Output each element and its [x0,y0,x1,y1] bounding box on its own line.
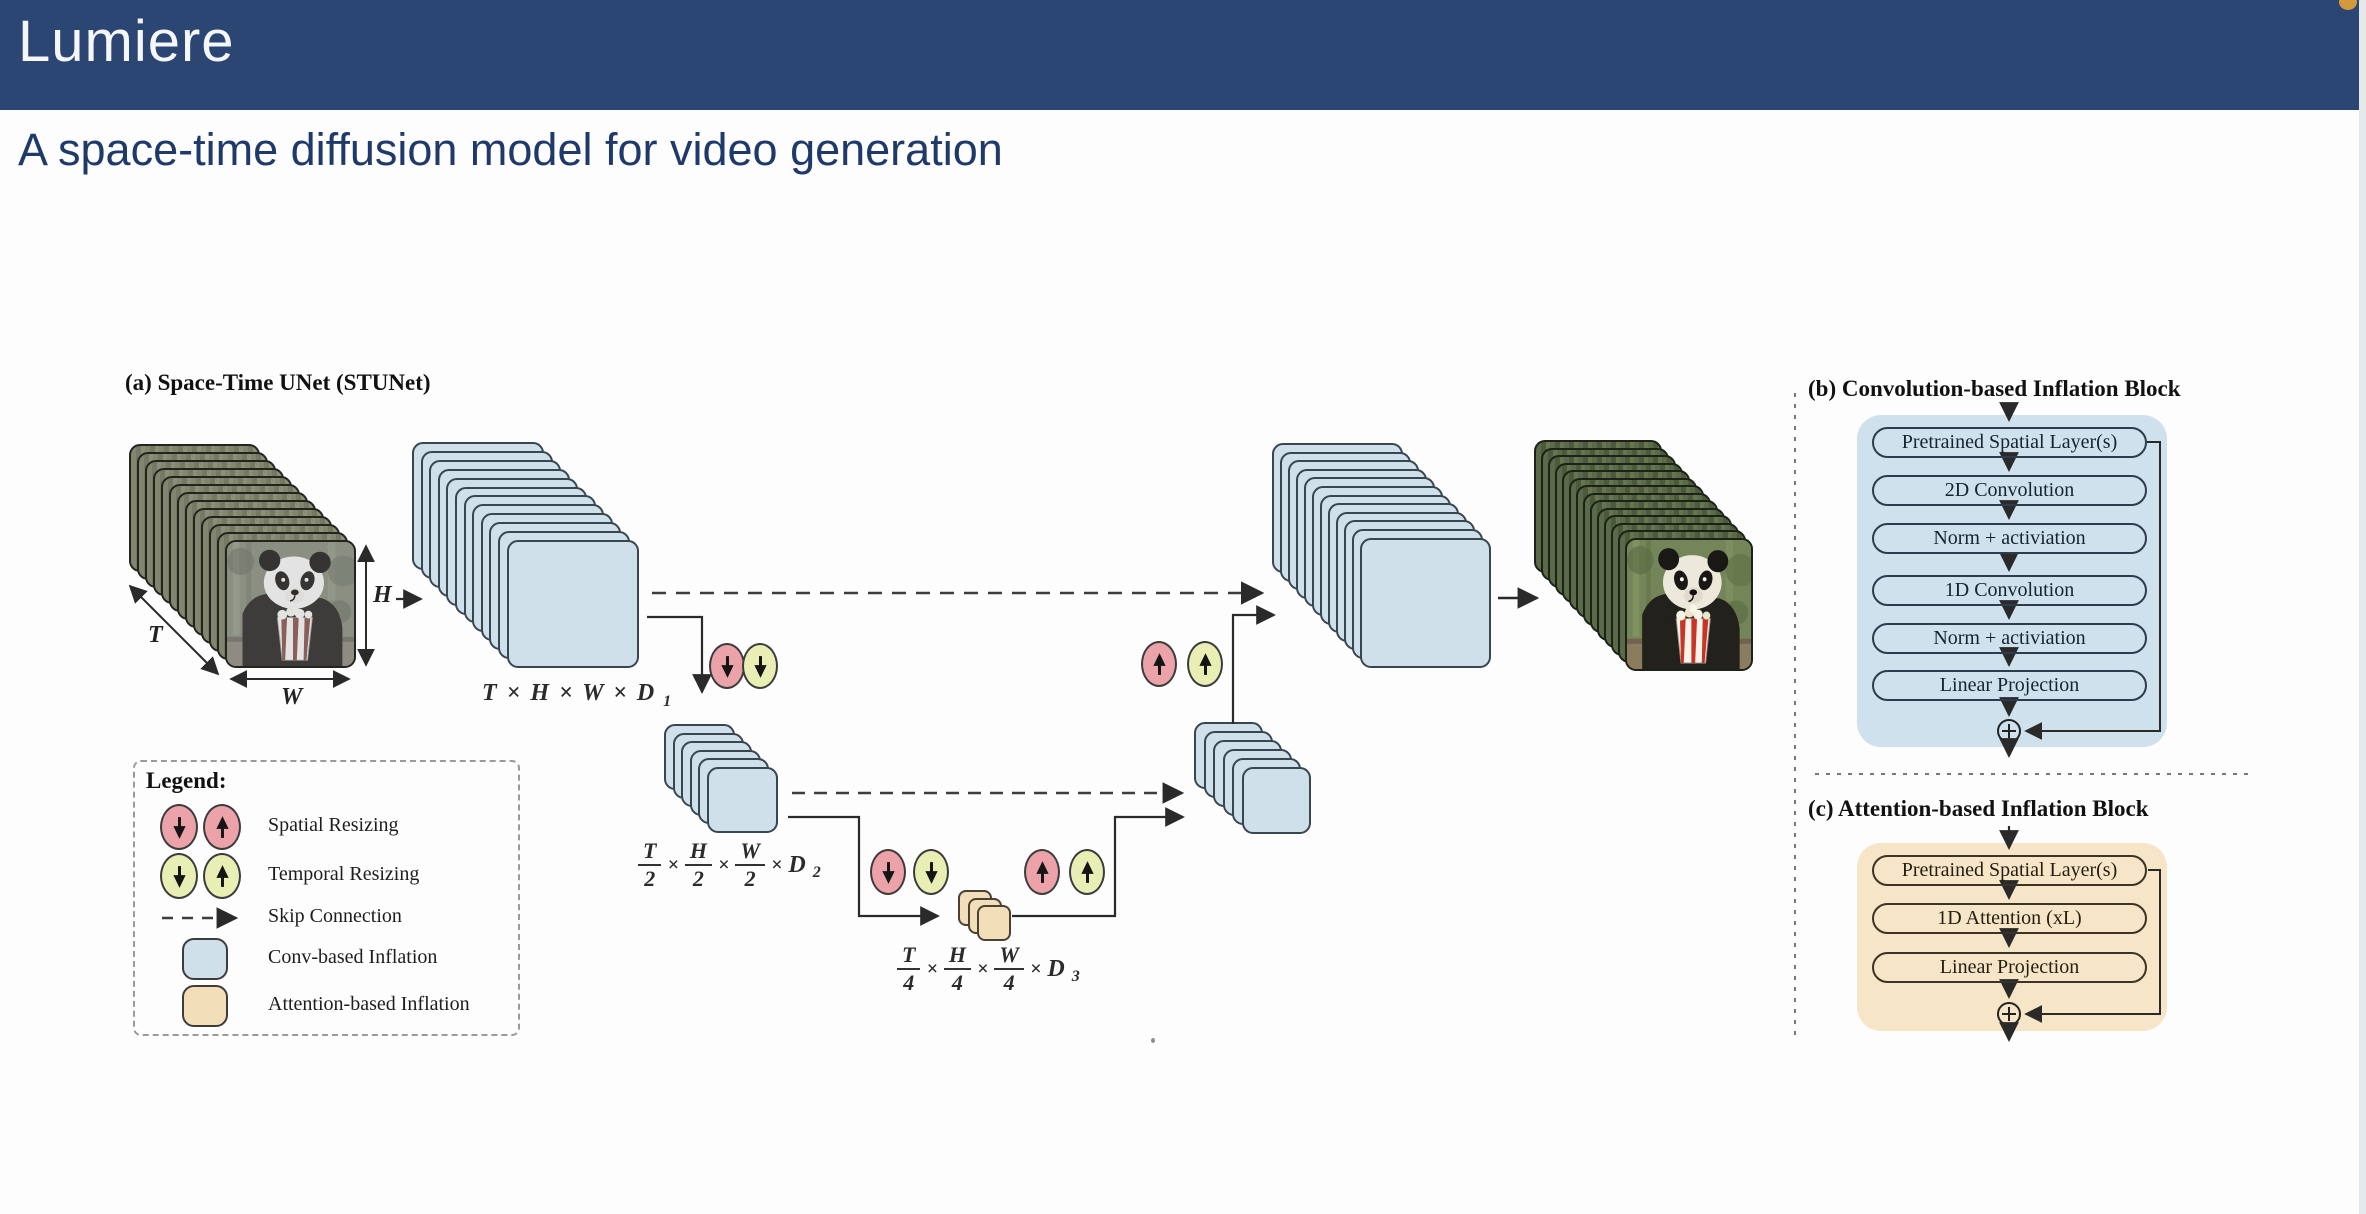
legend-item-label: Skip Connection [268,905,402,927]
conv-inflation-swatch [182,938,228,980]
arrow-glyph [172,865,186,888]
legend-item-label: Conv-based Inflation [268,946,438,968]
arrow-glyph [215,815,229,838]
block-row: 1D Convolution [1872,575,2147,606]
arrow-glyph [753,655,767,678]
panda-video-still [1627,539,1751,669]
screen-edge [2359,0,2366,1214]
panel-b-title: (b) Convolution-based Inflation Block [1808,376,2181,401]
block-row: Linear Projection [1872,952,2147,983]
block-row: Linear Projection [1872,670,2147,701]
panel-c-title: (c) Attention-based Inflation Block [1808,796,2149,821]
spatial-downsample-icon [709,643,745,689]
arrow-glyph [1152,652,1166,675]
block-row: 1D Attention (xL) [1872,903,2147,934]
spatial-upsample-icon [1024,849,1060,895]
legend-title: Legend: [146,768,227,793]
legend-item-label: Spatial Resizing [268,814,399,836]
temporal-downsample-icon [742,643,778,689]
record-dot-icon [2339,0,2357,10]
title-bar: Lumiere [0,0,2359,110]
legend-box [133,760,520,1036]
panda-video-still [227,542,354,666]
axis-label-t: T [148,622,163,648]
spatial-resizing-icon [203,804,241,850]
block-row: Norm + activiation [1872,623,2147,654]
video-frame [706,766,778,833]
spatial-resizing-icon [160,804,198,850]
temporal-resizing-icon [160,853,198,899]
slide-subtitle: A space-time diffusion model for video g… [18,124,1003,175]
artifact-speck [1151,1038,1155,1043]
axis-label-h: H [373,582,392,608]
legend-item-label: Attention-based Inflation [268,993,470,1015]
video-frame [1360,537,1491,668]
video-frame [1625,537,1753,671]
slide-title: Lumiere [18,9,235,74]
temporal-resizing-icon [203,853,241,899]
arrow-glyph [215,864,229,887]
panel-a-title: (a) Space-Time UNet (STUNet) [125,370,431,395]
spatial-downsample-icon [870,849,906,895]
block-row: Norm + activiation [1872,523,2147,554]
arrow-glyph [172,816,186,839]
legend-item-label: Temporal Resizing [268,863,420,885]
arrow-glyph [924,861,938,884]
arrow-glyph [720,655,734,678]
video-frame [977,905,1011,941]
arrow-glyph [1198,652,1212,675]
arrow-glyph [881,861,895,884]
axis-label-w: W [281,684,303,710]
block-row: 2D Convolution [1872,475,2147,506]
spatial-upsample-icon [1141,641,1177,687]
block-row: Pretrained Spatial Layer(s) [1872,855,2147,886]
temporal-upsample-icon [1187,641,1223,687]
video-frame [506,539,639,668]
video-frame [225,540,356,668]
attention-inflation-swatch [182,985,228,1027]
arrow-glyph [1080,860,1094,883]
temporal-downsample-icon [913,849,949,895]
video-frame [1241,767,1311,834]
block-row: Pretrained Spatial Layer(s) [1872,427,2147,458]
temporal-upsample-icon [1069,849,1105,895]
arrow-glyph [1035,860,1049,883]
